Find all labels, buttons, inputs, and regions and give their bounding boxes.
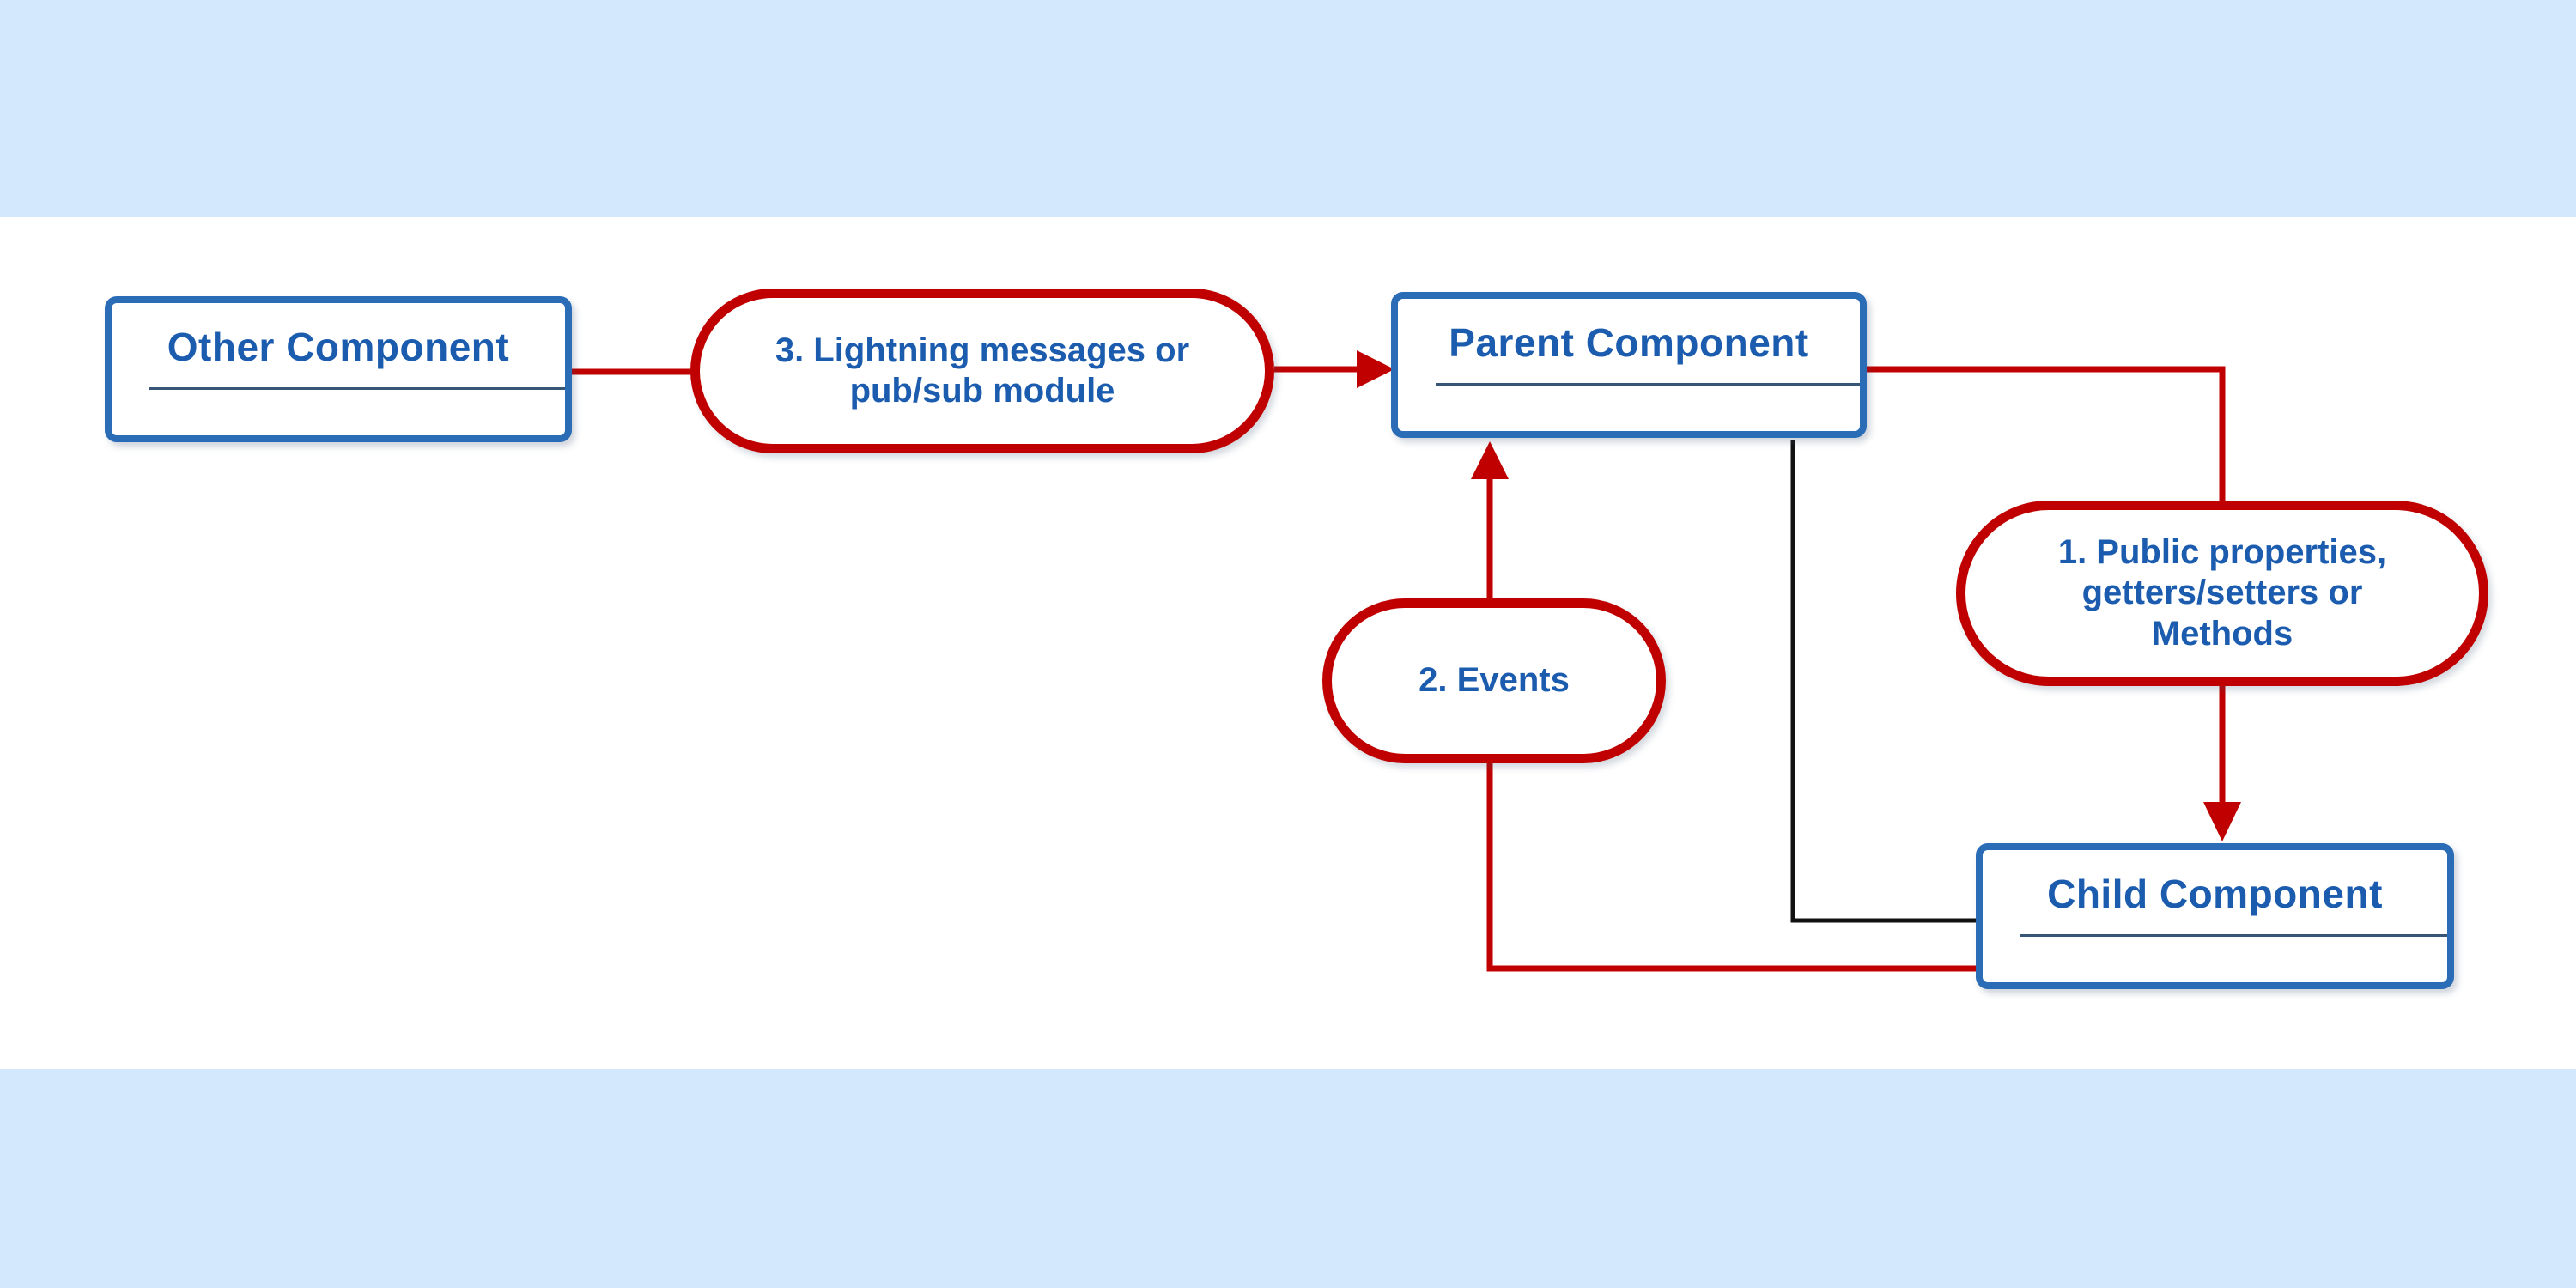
pill-lightning-messages: 3. Lightning messages or pub/sub module — [690, 289, 1274, 453]
node-parent-component: Parent Component — [1391, 292, 1867, 438]
node-child-component: Child Component — [1976, 843, 2454, 989]
arrowhead-right-icon — [1357, 350, 1394, 388]
connector-events-to-parent — [1471, 441, 1509, 598]
connector-messages-to-parent — [1274, 350, 1394, 388]
pill-label-line: 2. Events — [1419, 661, 1570, 700]
pill-label-line: Methods — [2151, 614, 2293, 653]
connector-parent-to-properties — [1867, 366, 2226, 504]
connector-parent-to-child-black — [1790, 440, 1979, 923]
pill-label-line: pub/sub module — [849, 372, 1115, 410]
bottom-background-band — [0, 1069, 2576, 1288]
pill-label-line: 3. Lightning messages or — [775, 331, 1190, 369]
top-background-band — [0, 0, 2576, 217]
pill-events: 2. Events — [1322, 598, 1666, 763]
node-label: Child Component — [2047, 872, 2383, 916]
arrowhead-down-icon — [2203, 802, 2241, 841]
pill-label-line: 1. Public properties, — [2057, 533, 2387, 572]
title-underline — [149, 387, 565, 390]
node-label: Parent Component — [1449, 320, 1809, 365]
pill-public-properties: 1. Public properties, getters/setters or… — [1956, 501, 2488, 686]
node-label: Other Component — [167, 325, 510, 369]
title-underline — [2020, 934, 2447, 937]
node-other-component: Other Component — [105, 296, 572, 442]
connector-events-to-child — [1486, 763, 1979, 972]
title-underline — [1436, 383, 1860, 386]
pill-label-line: getters/setters or — [2081, 574, 2363, 612]
connector-properties-to-child — [2203, 684, 2241, 841]
arrowhead-up-icon — [1471, 441, 1509, 479]
